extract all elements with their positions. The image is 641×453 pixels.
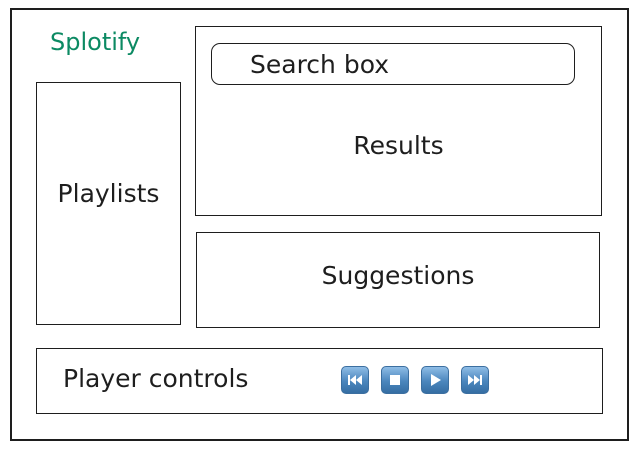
app-logo: Splotify xyxy=(50,28,141,56)
suggestions-panel[interactable]: Suggestions xyxy=(196,232,600,328)
player-controls-bar: Player controls xyxy=(36,348,603,414)
rewind-button[interactable] xyxy=(341,366,369,394)
fast-forward-icon xyxy=(468,375,482,385)
play-icon xyxy=(431,374,441,386)
results-panel: Results xyxy=(195,26,602,216)
app-window-frame xyxy=(10,8,629,441)
playlists-label: Playlists xyxy=(57,179,160,208)
rewind-icon xyxy=(348,375,362,385)
player-buttons xyxy=(341,366,489,394)
play-button[interactable] xyxy=(421,366,449,394)
stop-icon xyxy=(390,375,400,385)
search-input[interactable] xyxy=(211,43,575,85)
playlists-panel[interactable]: Playlists xyxy=(36,82,181,325)
stop-button[interactable] xyxy=(381,366,409,394)
results-label: Results xyxy=(353,131,444,160)
fast-forward-button[interactable] xyxy=(461,366,489,394)
suggestions-label: Suggestions xyxy=(321,261,475,290)
player-controls-label: Player controls xyxy=(63,364,249,393)
